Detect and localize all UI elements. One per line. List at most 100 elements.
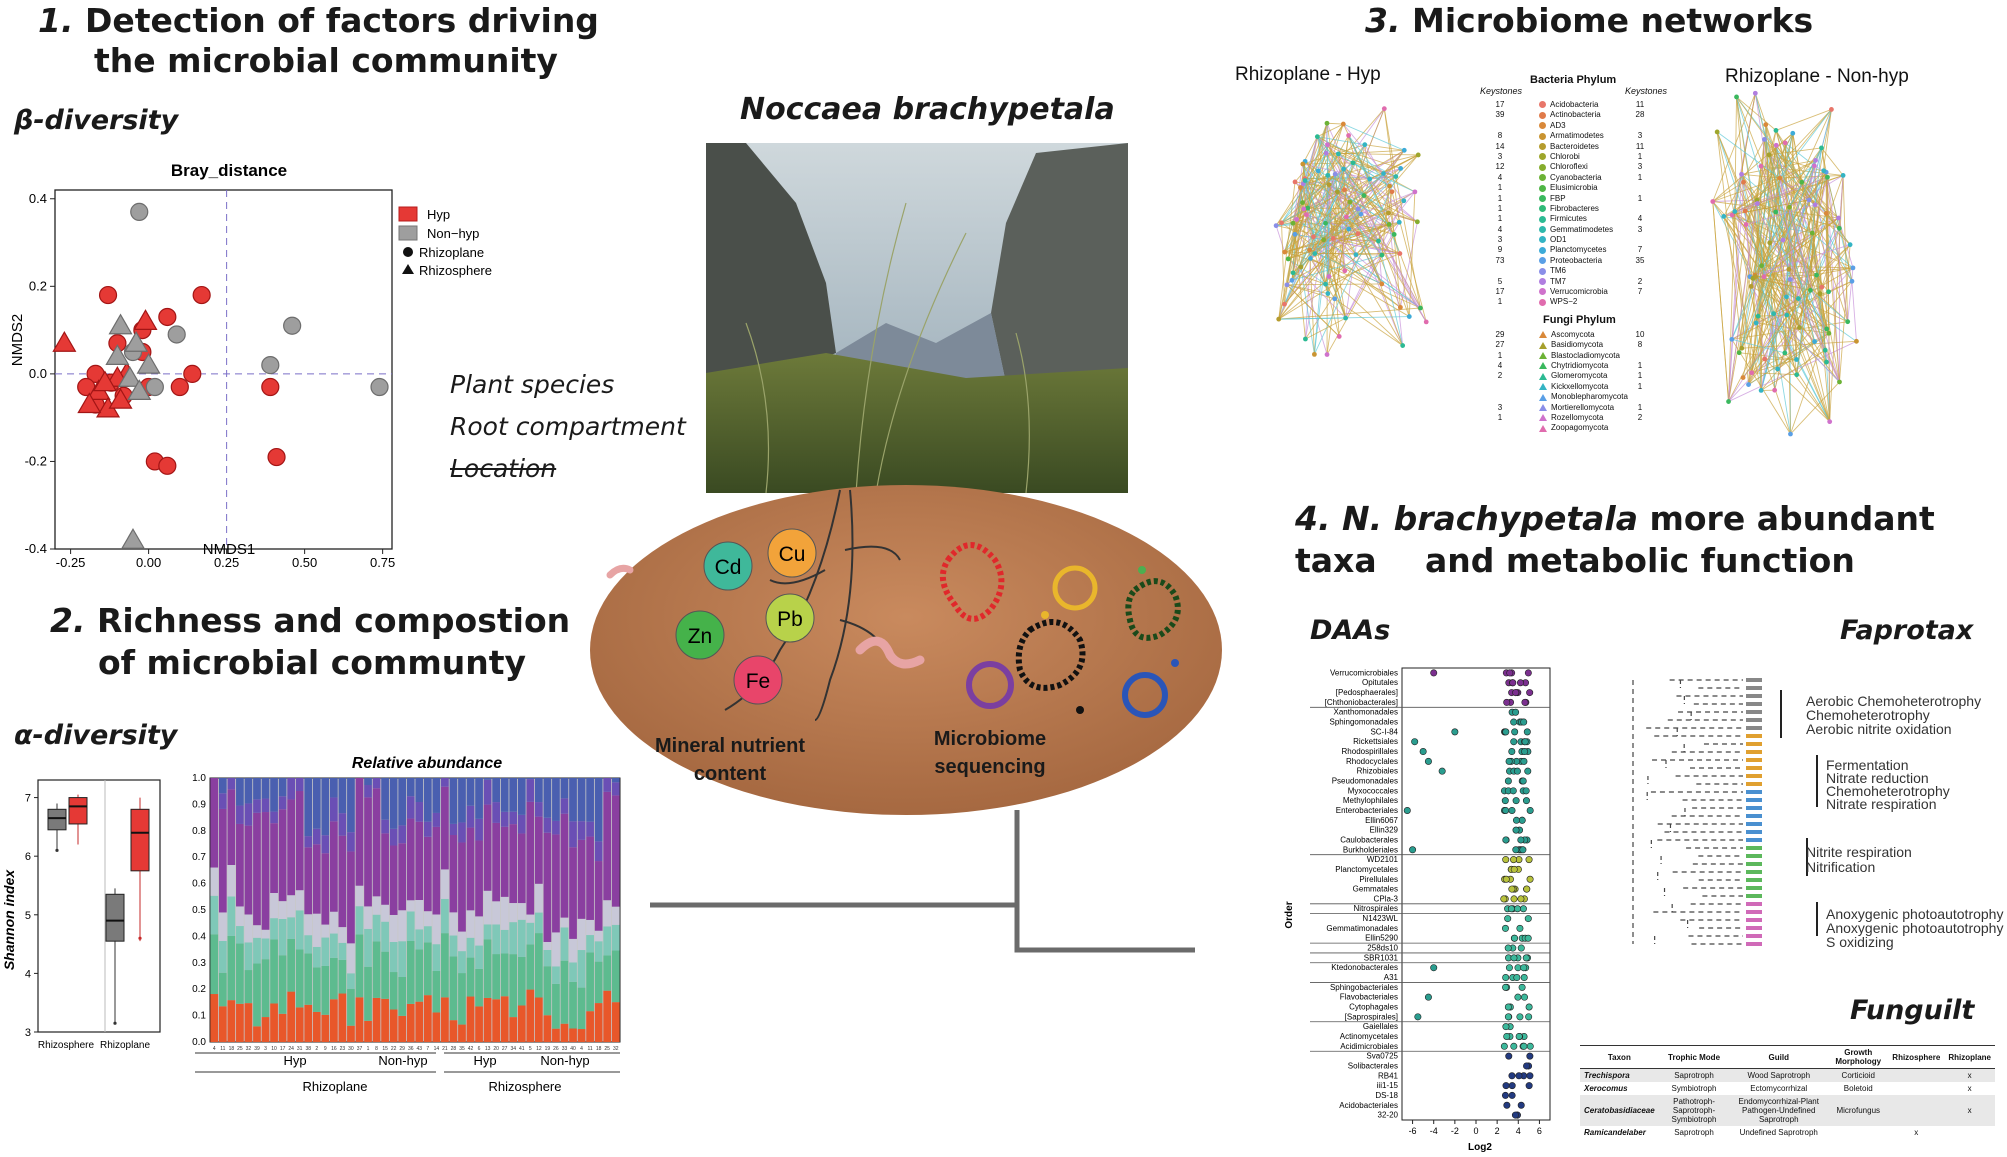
- network-edge: [1738, 147, 1822, 353]
- ra-bar-segment: [347, 1025, 355, 1042]
- fg-cell: [1944, 1126, 1995, 1139]
- network-node: [1819, 145, 1824, 151]
- ra-bar-segment: [466, 957, 475, 997]
- network-edge: [1303, 173, 1336, 210]
- daa-dot: [1409, 846, 1417, 854]
- daa-dot: [1503, 1032, 1511, 1040]
- ra-bar-segment: [577, 950, 586, 988]
- network-node: [1847, 242, 1853, 248]
- daa-dot: [1526, 1042, 1534, 1050]
- network-edge: [1310, 224, 1390, 259]
- fap-group-3-item-1: Nitrite respiration: [1806, 844, 1912, 860]
- panel2-title: 2. Richness and compostion: [50, 600, 570, 642]
- dendro-tip: [1746, 886, 1762, 890]
- network-edge: [1779, 159, 1816, 179]
- legend-phylum: AD3: [1539, 121, 1566, 131]
- ra-bar-segment: [304, 953, 313, 1005]
- ra-bar-tick: 28: [451, 1046, 457, 1052]
- panel4-title-line2: and metabolic function: [1425, 541, 1855, 580]
- daa-dot: [1501, 1091, 1509, 1099]
- network-edge: [1796, 170, 1825, 375]
- legend-phylum: Bacteroidetes: [1539, 142, 1599, 152]
- network-node: [1759, 263, 1764, 269]
- network-edge: [1773, 313, 1840, 383]
- ra-bar-segment: [466, 778, 475, 806]
- ra-bar-segment: [441, 933, 449, 998]
- network-node: [1749, 370, 1755, 376]
- ra-bar-segment: [569, 778, 577, 822]
- ra-bar-segment: [389, 914, 398, 942]
- ra-bar-segment: [423, 926, 432, 943]
- dendro-tip: [1746, 694, 1762, 698]
- ra-bar-segment: [218, 972, 227, 1007]
- ra-bar-segment: [517, 778, 526, 815]
- network-node: [1398, 165, 1404, 171]
- network-node: [1300, 200, 1305, 205]
- box-outlier: [138, 936, 142, 940]
- network-node: [1326, 182, 1332, 188]
- network-node: [1799, 179, 1805, 185]
- ra-bar-segment: [287, 917, 296, 939]
- daa-dot: [1508, 748, 1516, 756]
- network-node: [1379, 252, 1385, 258]
- legend-nonhyp-label: Non−hyp: [427, 226, 479, 241]
- photo-cliff-right: [991, 143, 1128, 403]
- data-point: [133, 309, 158, 330]
- legend-phylum-name: Monoblepharomycota: [1551, 392, 1628, 402]
- ra-bar-segment: [603, 778, 612, 792]
- data-point: [108, 313, 133, 335]
- daa-dot: [1524, 669, 1532, 677]
- network-edge: [1399, 221, 1418, 308]
- network-node: [1323, 150, 1329, 156]
- network-edge: [1760, 349, 1826, 391]
- ra-bar-segment: [466, 910, 475, 938]
- network-edge: [1327, 153, 1339, 176]
- legend-keystones-right: 1: [1637, 151, 1643, 161]
- box-category-rhizosphere: Rhizosphere: [38, 1040, 95, 1051]
- ra-bar-segment: [406, 778, 415, 797]
- network-edge: [1292, 272, 1326, 285]
- legend-phylum-name: Mortierellomycota: [1551, 402, 1615, 412]
- dendro-tip: [1746, 806, 1762, 810]
- network-node: [1817, 291, 1823, 297]
- network-edge: [1304, 161, 1347, 218]
- dendro-tip: [1746, 862, 1762, 866]
- network-edge: [1345, 200, 1405, 319]
- fg-cell: Saprotroph: [1658, 1068, 1730, 1082]
- ra-bar-segment: [253, 937, 261, 964]
- ra-bar-tick: 32: [613, 1046, 619, 1052]
- network-edge: [1723, 159, 1816, 217]
- fap-group-4-item-2: Anoxygenic photoautotrophy S oxidizing: [1826, 920, 2004, 950]
- ra-bar-segment: [218, 912, 227, 941]
- legend-phylum-name: Chlorobi: [1550, 151, 1580, 161]
- daa-dot: [1517, 836, 1525, 844]
- stem-2: [875, 232, 967, 493]
- ra-bar-segment: [611, 906, 620, 925]
- ra-bar-segment: [236, 823, 244, 907]
- ra-bar-segment: [244, 914, 253, 943]
- network-node: [1305, 205, 1311, 211]
- daa-xlabel: Log2: [1468, 1142, 1492, 1153]
- relative-abundance-chart: Relative abundance 0.00.10.20.30.40.50.6…: [192, 755, 621, 1094]
- network-edge: [1306, 214, 1349, 230]
- ra-bar-segment: [526, 801, 535, 915]
- ra-bar-tick: 14: [434, 1046, 440, 1052]
- network-edge: [1281, 222, 1285, 305]
- network-node: [1786, 266, 1792, 272]
- data-point: [92, 370, 117, 392]
- network-edge: [1810, 289, 1848, 323]
- panel2-title-line1: Richness and compostion: [97, 601, 571, 640]
- network-edge: [1712, 177, 1780, 202]
- dendro-tip: [1746, 926, 1762, 930]
- fap-group-2-bar: [1816, 755, 1818, 807]
- y-tick-label: 6: [25, 851, 31, 863]
- y-tick-label: -0.2: [25, 453, 47, 468]
- ra-bar-segment: [244, 970, 253, 1004]
- ra-bar-segment: [500, 826, 509, 897]
- network-node: [1753, 274, 1759, 279]
- daa-dot: [1507, 905, 1515, 913]
